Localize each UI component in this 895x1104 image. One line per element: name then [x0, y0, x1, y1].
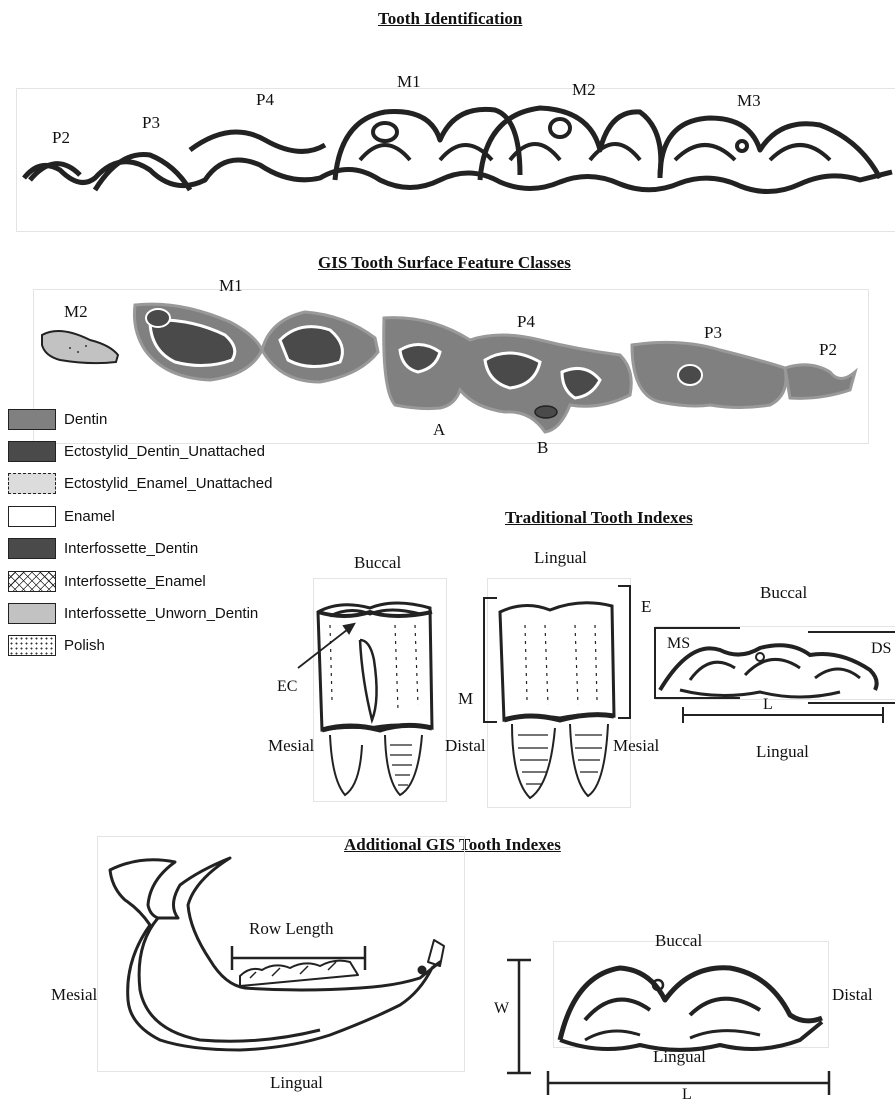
- label-lingual-bottom: Lingual: [653, 1047, 706, 1067]
- label-mesial-jaw: Mesial: [51, 985, 97, 1005]
- label-w: W: [494, 1000, 509, 1018]
- label-l-additional: L: [682, 1086, 692, 1104]
- label-buccal-bottom: Buccal: [655, 931, 702, 951]
- label-distal-bottom: Distal: [832, 985, 873, 1005]
- label-row-length: Row Length: [249, 919, 334, 939]
- label-lingual-jaw: Lingual: [270, 1073, 323, 1093]
